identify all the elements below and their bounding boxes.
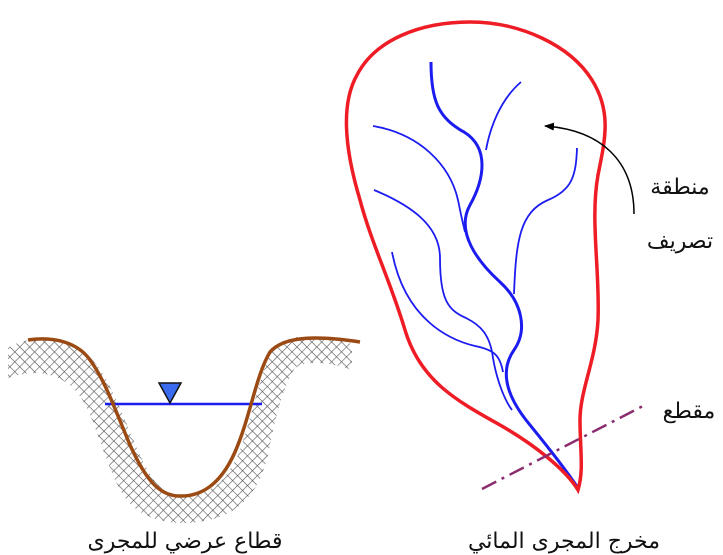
channel-bed	[27, 336, 361, 498]
main-stream	[429, 61, 580, 489]
watershed-boundary	[344, 20, 607, 495]
tributary-1	[485, 81, 522, 151]
tributary-4	[513, 147, 578, 295]
watershed	[344, 20, 646, 495]
drainage-area-label-line1: منطقة	[650, 175, 709, 200]
soil-hatch	[8, 336, 352, 523]
drainage-area-arrow	[544, 122, 635, 215]
outlet-label: مخرج المجرى المائي	[468, 529, 660, 554]
drainage-area-label-line2: تصريف	[647, 229, 713, 254]
tributary-3	[373, 189, 513, 411]
section-label: مقطع	[663, 399, 716, 424]
water-level-marker-icon	[157, 382, 183, 405]
tributary-2	[372, 125, 466, 233]
section-line	[481, 403, 646, 491]
channel-cross-section	[8, 336, 361, 523]
tributary-5	[391, 251, 504, 373]
cross-section-label: قطاع عرضي للمجرى	[88, 529, 283, 554]
